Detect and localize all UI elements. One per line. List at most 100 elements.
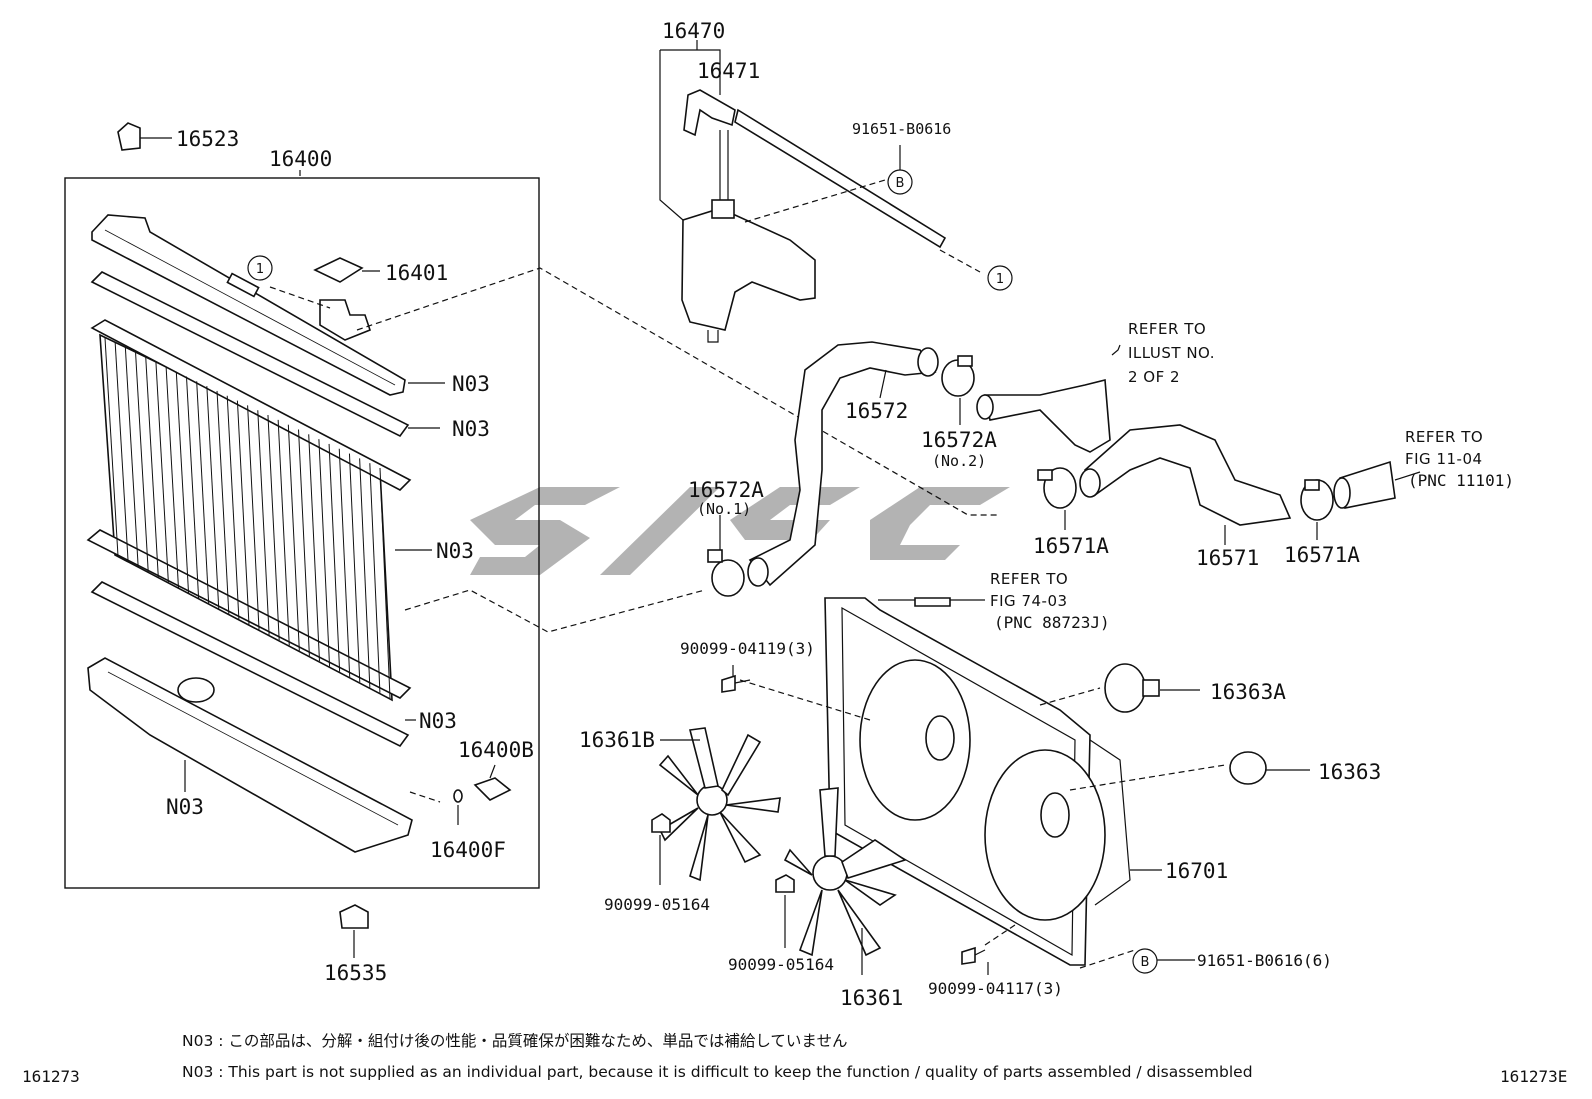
- core-fin-line: [135, 352, 149, 572]
- figure-code-right: 161273E: [1500, 1067, 1567, 1086]
- svg-text:B: B: [1141, 955, 1150, 970]
- label-16523[interactable]: 16523: [176, 127, 239, 151]
- svg-text:(PNC 11101): (PNC 11101): [1408, 471, 1514, 490]
- svg-text:FIG 74-03: FIG 74-03: [990, 592, 1068, 610]
- core-fin-line: [155, 362, 169, 583]
- core-fin-line: [206, 386, 220, 609]
- marker-b-reservoir: B: [887, 169, 913, 195]
- bolt-90099-04117: [961, 946, 989, 975]
- label-n03-lower-gasket[interactable]: N03: [419, 709, 457, 733]
- label-91651-b0616-6[interactable]: 91651-B0616(6): [1197, 951, 1332, 970]
- label-16471[interactable]: 16471: [697, 59, 760, 83]
- core-fin-line: [216, 390, 230, 614]
- drain-cock-16400b: [453, 764, 512, 825]
- clamp-16572a-no1: [707, 549, 745, 597]
- label-16572a-no2[interactable]: 16572A: [921, 428, 997, 452]
- fan-16361: [783, 787, 907, 957]
- core-fin-line: [257, 410, 270, 635]
- core-fin-line: [359, 458, 371, 688]
- hose-16572: [747, 341, 939, 587]
- label-n03-core[interactable]: N03: [436, 539, 474, 563]
- core-fin-line: [145, 357, 159, 578]
- core-fin-line: [236, 400, 250, 625]
- clamp-16571a-a: [1037, 467, 1077, 509]
- label-90099-04119[interactable]: 90099-04119(3): [680, 639, 815, 658]
- marker-1-radiator: 1: [247, 255, 273, 281]
- label-16535[interactable]: 16535: [324, 961, 387, 985]
- fan-shroud-16701: [824, 597, 1131, 966]
- pipe-outlet: [1333, 460, 1396, 509]
- refer-fig-11-04[interactable]: REFER TO FIG 11-04 (PNC 11101): [1405, 428, 1514, 490]
- core-fin-line: [308, 434, 320, 662]
- label-n03-upper-gasket[interactable]: N03: [452, 417, 490, 441]
- svg-text:B: B: [896, 176, 905, 191]
- bolt-90099-04119: [721, 665, 751, 693]
- mount-16535: [339, 904, 369, 958]
- core-fin-line: [165, 366, 179, 588]
- reservoir-tank-16470: [681, 89, 947, 343]
- hose-16571: [1079, 424, 1292, 526]
- label-16701[interactable]: 16701: [1165, 859, 1228, 883]
- core-fin-line: [104, 337, 119, 557]
- upper-gasket: [90, 271, 410, 438]
- svg-text:FIG 11-04: FIG 11-04: [1405, 450, 1483, 468]
- radiator-cap-16401: [313, 257, 380, 283]
- marker-b-shroud: B: [1132, 948, 1158, 974]
- core-fins: [104, 337, 391, 699]
- core-fin-line: [124, 347, 139, 567]
- core-fin-line: [338, 448, 351, 677]
- label-16470[interactable]: 16470: [662, 19, 725, 43]
- lower-tank: [87, 657, 413, 853]
- note-n03-english: N03 : This part is not supplied as an in…: [182, 1063, 1253, 1081]
- svg-text:2 OF 2: 2 OF 2: [1128, 368, 1180, 386]
- refer-fig-74-03[interactable]: REFER TO FIG 74-03 (PNC 88723J): [990, 570, 1110, 632]
- label-16361b[interactable]: 16361B: [579, 728, 655, 752]
- label-16571[interactable]: 16571: [1196, 546, 1259, 570]
- clamp-16571a-b: [1300, 479, 1334, 521]
- svg-text:(PNC 88723J): (PNC 88723J): [994, 613, 1110, 632]
- svg-text:1: 1: [996, 272, 1004, 287]
- core-fin-line: [185, 376, 200, 599]
- lower-gasket: [90, 581, 410, 748]
- core-fin-line: [196, 381, 210, 604]
- label-16361[interactable]: 16361: [840, 986, 903, 1010]
- fan-motor-16363a: [1104, 663, 1200, 713]
- label-16571a-b[interactable]: 16571A: [1284, 543, 1360, 567]
- marker-1-hose: 1: [987, 265, 1013, 291]
- grommet-16523: [117, 122, 172, 151]
- label-16363a[interactable]: 16363A: [1210, 680, 1286, 704]
- core-fin-line: [277, 419, 290, 646]
- core-fin-line: [318, 439, 331, 667]
- label-16572[interactable]: 16572: [845, 399, 908, 423]
- label-90099-05164-b[interactable]: 90099-05164: [728, 955, 834, 974]
- label-16363[interactable]: 16363: [1318, 760, 1381, 784]
- label-16572a-no1[interactable]: 16572A: [688, 478, 764, 502]
- core-fin-line: [226, 395, 240, 620]
- label-n03-upper-tank[interactable]: N03: [452, 372, 490, 396]
- label-n03-lower-tank[interactable]: N03: [166, 795, 204, 819]
- label-16571a-a[interactable]: 16571A: [1033, 534, 1109, 558]
- label-16400b[interactable]: 16400B: [458, 738, 534, 762]
- core-fin-line: [267, 415, 280, 641]
- pipe-inlet: [976, 378, 1111, 453]
- fan-16361b: [658, 727, 781, 882]
- label-no2: (No.2): [932, 452, 986, 470]
- refer-illust-2of2[interactable]: REFER TO ILLUST NO. 2 OF 2: [1128, 320, 1215, 386]
- svg-text:REFER TO: REFER TO: [1128, 320, 1206, 338]
- core-fin-line: [348, 453, 361, 683]
- figure-code-left: 161273: [22, 1067, 80, 1086]
- svg-text:ILLUST NO.: ILLUST NO.: [1128, 344, 1215, 362]
- label-16401[interactable]: 16401: [385, 261, 448, 285]
- label-16400f[interactable]: 16400F: [430, 838, 506, 862]
- label-90099-05164-a[interactable]: 90099-05164: [604, 895, 710, 914]
- label-16400[interactable]: 16400: [269, 147, 332, 171]
- core-fin-line: [175, 371, 190, 593]
- radiator-group-box: [64, 177, 540, 889]
- core-fin-line: [328, 443, 341, 672]
- core-fin-line: [298, 429, 310, 656]
- label-no1: (No.1): [697, 500, 751, 518]
- label-91651-b0616[interactable]: 91651-B0616: [852, 120, 951, 138]
- label-90099-04117[interactable]: 90099-04117(3): [928, 979, 1063, 998]
- nut-90099-05164-b: [775, 874, 795, 948]
